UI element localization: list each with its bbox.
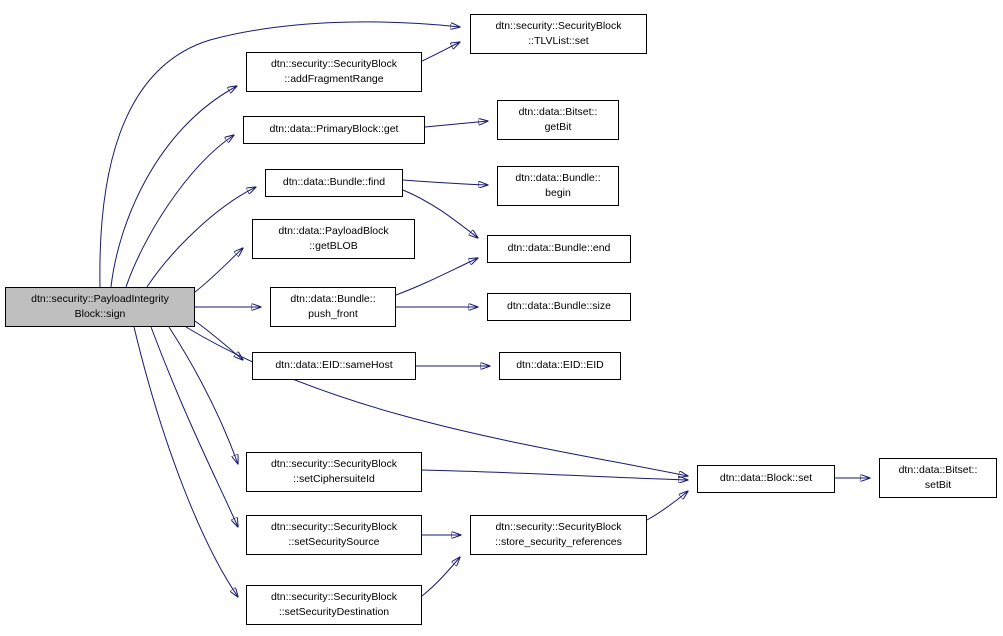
- edge-bundle-push-front-to-bundle-end: [395, 258, 478, 296]
- node-label: dtn::data::Bundle:: push_front: [290, 292, 376, 320]
- node-label: dtn::data::Bundle::size: [507, 300, 611, 313]
- edge-store-security-references-to-block-set: [646, 491, 688, 521]
- node-label: dtn::security::SecurityBlock ::TLVList::…: [495, 19, 622, 47]
- node-label: dtn::data::EID::EID: [516, 359, 604, 372]
- edge-add-fragment-range-to-tlvlist-set: [421, 42, 460, 62]
- node-bundle-push-front[interactable]: dtn::data::Bundle:: push_front: [270, 287, 396, 327]
- node-store-security-references[interactable]: dtn::security::SecurityBlock ::store_sec…: [470, 515, 647, 555]
- node-label: dtn::security::SecurityBlock ::setSecuri…: [270, 590, 398, 618]
- node-eid-eid[interactable]: dtn::data::EID::EID: [499, 352, 621, 380]
- node-label: dtn::data::Bundle::find: [282, 176, 386, 189]
- node-label: dtn::security::SecurityBlock ::setSecuri…: [270, 520, 398, 548]
- node-set-ciphersuite-id[interactable]: dtn::security::SecurityBlock ::setCipher…: [246, 452, 422, 492]
- node-payloadblock-getblob[interactable]: dtn::data::PayloadBlock ::getBLOB: [252, 219, 415, 259]
- node-eid-samehost[interactable]: dtn::data::EID::sameHost: [252, 352, 416, 380]
- edge-sign-to-payloadblock-getblob: [194, 248, 243, 293]
- edge-sign-to-tlvlist-set: [99, 21, 460, 288]
- node-set-security-source[interactable]: dtn::security::SecurityBlock ::setSecuri…: [246, 515, 422, 555]
- node-label: dtn::security::PayloadIntegrity Block::s…: [31, 292, 169, 320]
- node-bundle-begin[interactable]: dtn::data::Bundle:: begin: [497, 166, 619, 206]
- node-primaryblock-get[interactable]: dtn::data::PrimaryBlock::get: [243, 116, 425, 144]
- edge-bundle-find-to-bundle-end: [402, 189, 478, 238]
- node-label: dtn::data::Bitset:: getBit: [518, 105, 598, 133]
- edge-sign-to-set-security-destination: [133, 326, 238, 597]
- node-payloadintegrityblock-sign: dtn::security::PayloadIntegrity Block::s…: [5, 287, 195, 327]
- edge-set-security-destination-to-store-security-references: [421, 557, 460, 597]
- node-bitset-getbit[interactable]: dtn::data::Bitset:: getBit: [497, 100, 619, 140]
- edge-sign-to-primaryblock-get: [125, 135, 234, 288]
- node-set-security-destination[interactable]: dtn::security::SecurityBlock ::setSecuri…: [246, 585, 422, 625]
- edge-set-ciphersuite-id-to-block-set: [421, 469, 688, 480]
- node-label: dtn::data::PayloadBlock ::getBLOB: [278, 224, 389, 252]
- node-label: dtn::data::EID::sameHost: [275, 359, 393, 372]
- node-label: dtn::security::SecurityBlock ::store_sec…: [495, 520, 622, 548]
- edge-bundle-find-to-bundle-begin: [402, 179, 488, 185]
- node-label: dtn::security::SecurityBlock ::setCipher…: [270, 457, 398, 485]
- node-label: dtn::security::SecurityBlock ::addFragme…: [270, 57, 398, 85]
- edge-sign-to-set-security-source: [150, 326, 238, 527]
- node-label: dtn::data::Bitset:: setBit: [898, 463, 978, 491]
- node-block-set[interactable]: dtn::data::Block::set: [697, 465, 835, 493]
- edge-sign-to-add-fragment-range: [110, 86, 237, 288]
- node-bitset-setbit[interactable]: dtn::data::Bitset:: setBit: [879, 458, 997, 498]
- node-tlvlist-set[interactable]: dtn::security::SecurityBlock ::TLVList::…: [470, 14, 647, 54]
- node-label: dtn::data::Bundle::end: [507, 242, 611, 255]
- edge-sign-to-bundle-find: [146, 187, 256, 288]
- node-bundle-find[interactable]: dtn::data::Bundle::find: [265, 169, 403, 197]
- node-label: dtn::data::Bundle:: begin: [515, 171, 601, 199]
- node-label: dtn::data::PrimaryBlock::get: [269, 123, 399, 136]
- node-bundle-end[interactable]: dtn::data::Bundle::end: [487, 235, 631, 263]
- edge-primaryblock-get-to-bitset-getbit: [424, 121, 488, 128]
- edge-sign-to-set-ciphersuite-id: [168, 326, 238, 464]
- edge-sign-to-eid-samehost: [194, 320, 243, 360]
- node-label: dtn::data::Block::set: [719, 472, 813, 485]
- node-add-fragment-range[interactable]: dtn::security::SecurityBlock ::addFragme…: [246, 52, 422, 92]
- node-bundle-size[interactable]: dtn::data::Bundle::size: [487, 293, 631, 321]
